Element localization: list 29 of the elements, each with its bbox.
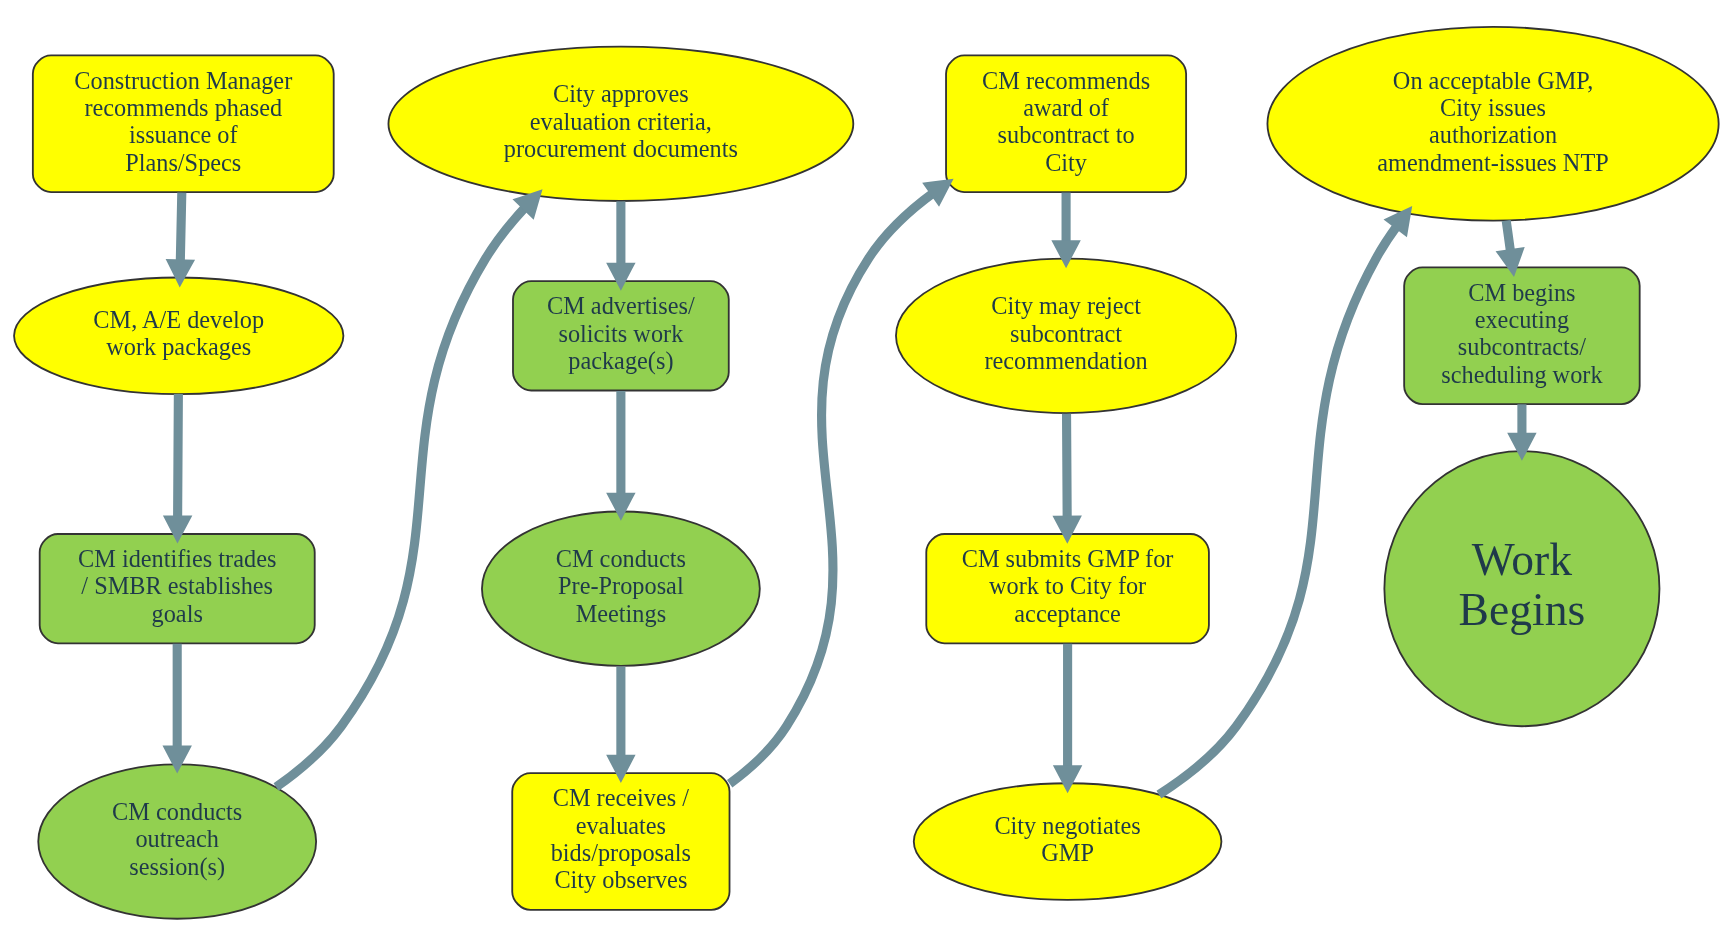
node-box: CM advertises/ solicits work package(s) [512, 279, 730, 391]
arrow [726, 178, 954, 787]
arrow [606, 390, 636, 521]
node-box: CM identifies trades / SMBR establishes goals [38, 532, 316, 644]
node-box: CM recommends award of subcontract to City [945, 54, 1188, 193]
node-ellipse: On acceptable GMP, City issues authorization amendment-issues NTP [1266, 25, 1720, 222]
arrow [1156, 205, 1413, 798]
arrow [162, 393, 193, 543]
node-box: Construction Manager recommends phased issuance of Plans/Specs [31, 54, 335, 193]
arrow [1495, 219, 1525, 277]
node-ellipse: CM conducts outreach session(s) [37, 762, 318, 920]
arrow [606, 666, 636, 783]
node-circle: Work Begins [1383, 449, 1661, 727]
node-ellipse: CM, A/E develop work packages [13, 276, 345, 395]
arrow [1052, 643, 1083, 793]
node-box: CM receives / evaluates bids/proposals City observes [511, 771, 731, 911]
node-box: CM begins executing subcontracts/ scheduling work [1403, 266, 1641, 405]
arrow [273, 188, 543, 791]
node-ellipse: City approves evaluation criteria, procurement documents [387, 45, 855, 202]
arrow [1051, 192, 1081, 268]
arrow [165, 192, 196, 287]
node-box: CM submits GMP for work to City for acceptance [925, 532, 1210, 644]
arrow [606, 200, 636, 291]
node-ellipse: City negotiates GMP [912, 781, 1223, 901]
arrow [1052, 413, 1082, 544]
node-ellipse: CM conducts Pre-Proposal Meetings [481, 510, 761, 667]
arrow [162, 643, 192, 774]
arrow [1507, 403, 1537, 461]
node-ellipse: City may reject subcontract recommendation [895, 257, 1238, 414]
